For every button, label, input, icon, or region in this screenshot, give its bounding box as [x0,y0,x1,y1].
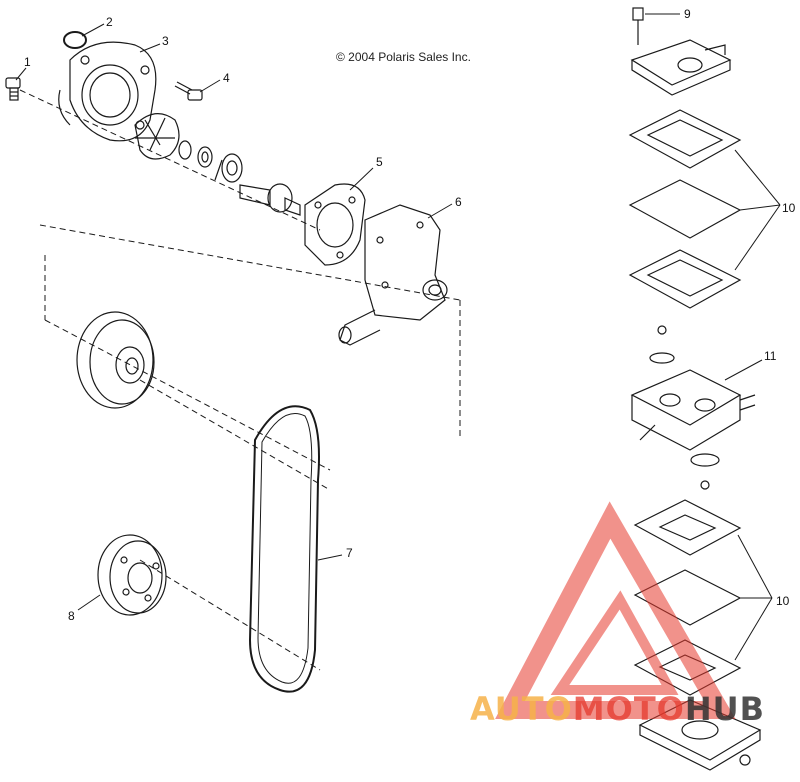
upper-pulley [76,311,155,409]
copyright-text: © 2004 Polaris Sales Inc. [336,50,471,64]
drive-belt [248,405,320,693]
pump-housing [338,204,448,346]
watermark-wordmark: AUTOMOTOHUB [470,690,765,728]
fuel-pump-top-cover [630,7,732,96]
impeller [134,113,180,160]
callout-7: 7 [346,546,353,560]
lower-pulley [97,534,167,616]
bolt-left [5,77,21,101]
callout-11: 11 [764,349,777,363]
gasket-stack-upper [628,109,742,309]
seal-washers [178,140,213,168]
pump-gasket [304,183,366,266]
watermark-part-hub: HUB [684,690,766,728]
callout-6: 6 [455,195,462,209]
callout-10-lower: 10 [776,594,790,608]
callout-5: 5 [376,155,383,169]
callout-8: 8 [68,609,75,623]
callout-3: 3 [162,34,169,48]
watermark-logo-icon [495,501,736,719]
callout-4: 4 [223,71,230,85]
pump-shaft [239,183,301,216]
bolt-small [174,81,203,101]
callout-9: 9 [684,7,691,21]
watermark-part-moto: MOTO [572,690,685,728]
callout-2: 2 [106,15,113,29]
callout-labels: 1 2 3 4 5 6 7 8 9 10 10 11 [24,7,796,623]
leader-lines [15,13,781,661]
callout-10-upper: 10 [782,201,796,215]
fuel-pump-body [630,325,756,490]
o-ring [63,31,87,49]
watermark-part-auto: AUTO [470,690,573,728]
bearing [214,153,243,183]
fuel-pump-base [638,699,762,771]
callout-1: 1 [24,55,31,69]
pump-cover [58,41,157,142]
